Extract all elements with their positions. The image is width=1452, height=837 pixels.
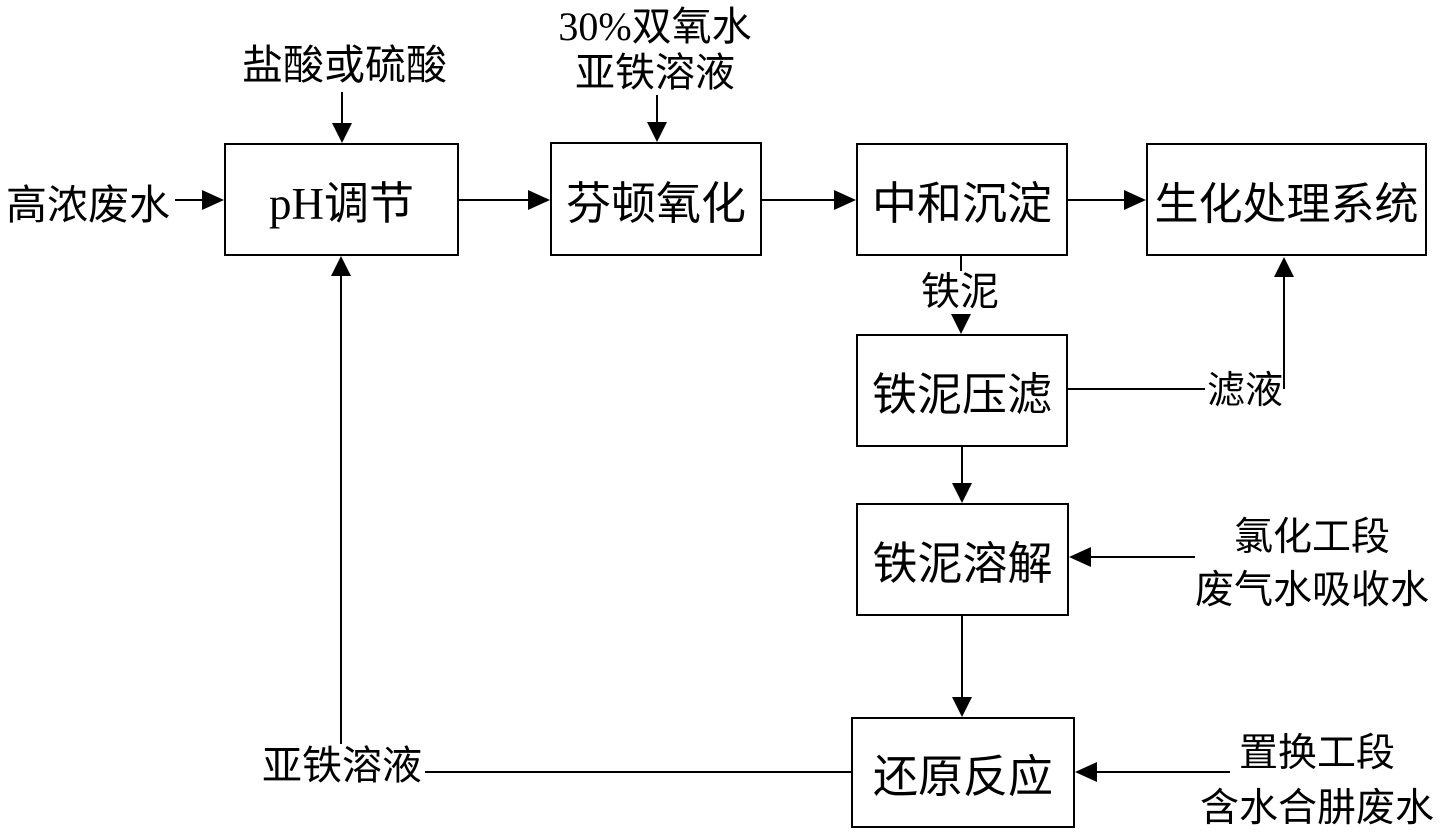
edge-ph-to-fenton-line	[459, 199, 530, 201]
label-replacement-wastewater: 置换工段 含水合肼废水	[1181, 726, 1452, 836]
arrowhead-acid-into-ph-icon	[332, 123, 352, 143]
arrowhead-replacement-into-reduction-icon	[1075, 762, 1097, 782]
arrowhead-peroxide-into-fenton-icon	[647, 122, 667, 142]
node-sludge-dissolve: 铁泥溶解	[856, 503, 1069, 616]
arrowhead-filtrate-into-bio-icon	[1274, 257, 1294, 277]
node-reduction-label: 还原反应	[872, 752, 1053, 802]
label-chlorination-line2: 废气水吸收水	[1194, 569, 1429, 612]
edge-chlorination-line	[1091, 556, 1195, 558]
node-bio-treatment: 生化处理系统	[1146, 143, 1427, 256]
label-ferrous-solution: 亚铁溶液	[260, 743, 424, 789]
edge-filtrate-hline	[1068, 388, 1285, 390]
label-peroxide-line1: 30%双氧水	[558, 4, 752, 49]
edge-dissolve-to-reduction-line	[961, 616, 963, 699]
node-sludge-press-label: 铁泥压滤	[871, 370, 1052, 420]
label-chlorination-line1: 氯化工段	[1233, 516, 1390, 559]
arrowhead-dissolve-to-reduction-icon	[952, 697, 972, 717]
edge-filtrate-vline	[1283, 277, 1285, 389]
node-fenton-oxidation: 芬顿氧化	[550, 142, 762, 256]
edge-neutralize-to-bio-line	[1068, 199, 1126, 201]
edge-ferrous-vline	[340, 276, 342, 747]
node-fenton-oxidation-label: 芬顿氧化	[565, 178, 746, 229]
node-neutralization: 中和沉淀	[856, 143, 1068, 256]
edge-press-to-dissolve-line	[961, 447, 963, 485]
arrowhead-press-to-dissolve-icon	[952, 483, 972, 503]
edge-influent-line	[175, 199, 204, 201]
label-peroxide-line2: 亚铁溶液	[575, 50, 735, 95]
node-ph-adjust: pH调节	[224, 143, 459, 256]
node-sludge-dissolve-label: 铁泥溶解	[872, 539, 1053, 589]
label-replacement-line2: 含水合肼废水	[1199, 787, 1434, 830]
arrowhead-ferrous-into-ph-icon	[331, 256, 351, 276]
label-iron-sludge: 铁泥	[919, 271, 1002, 315]
label-replacement-line1: 置换工段	[1238, 732, 1395, 775]
arrowhead-ph-to-fenton-icon	[528, 190, 550, 210]
edge-replacement-line	[1097, 771, 1230, 773]
label-filtrate: 滤液	[1205, 370, 1286, 413]
label-chlorination-water: 氯化工段 废气水吸收水	[1162, 511, 1452, 617]
node-bio-treatment-label: 生化处理系统	[1154, 179, 1419, 229]
edge-fenton-to-neutralize-line	[762, 199, 836, 201]
arrowhead-sludge-into-press-icon	[951, 314, 971, 334]
node-neutralization-label: 中和沉淀	[871, 179, 1052, 229]
node-ph-adjust-label: pH调节	[269, 179, 414, 229]
node-sludge-press: 铁泥压滤	[856, 334, 1068, 447]
arrowhead-fenton-to-neutralize-icon	[834, 190, 856, 210]
label-influent: 高浓废水	[6, 182, 170, 228]
label-acid: 盐酸或硫酸	[242, 42, 447, 88]
node-reduction: 还原反应	[851, 717, 1075, 828]
edge-acid-line	[341, 92, 343, 125]
arrowhead-chlorination-into-dissolve-icon	[1069, 547, 1091, 567]
label-peroxide-ferrous: 30%双氧水 亚铁溶液	[530, 4, 780, 96]
arrowhead-neutralize-to-bio-icon	[1124, 190, 1146, 210]
edge-ferrous-hline	[425, 771, 851, 773]
arrowhead-into-ph-left-icon	[202, 190, 224, 210]
edge-peroxide-line	[656, 95, 658, 124]
